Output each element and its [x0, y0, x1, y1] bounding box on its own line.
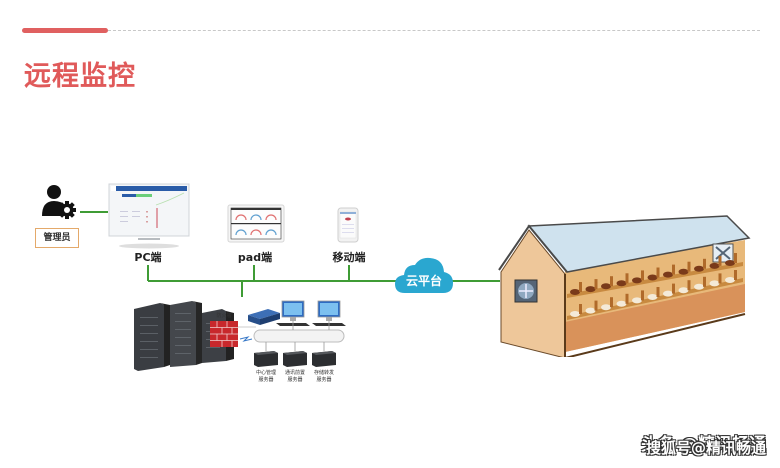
cage-post — [718, 255, 722, 266]
server-drop-line — [241, 281, 243, 297]
pad-client-label: pad端 — [237, 251, 273, 264]
hen-icon — [601, 283, 611, 290]
hen-icon — [694, 283, 704, 290]
hen-icon — [663, 271, 673, 278]
mobile-client-label: 移动端 — [332, 251, 366, 264]
header-accent-bar — [22, 28, 108, 33]
server-icon — [283, 351, 307, 367]
network-backbone — [253, 329, 345, 343]
cloud-icon: 云平台 — [395, 257, 453, 293]
hen-icon — [632, 297, 642, 304]
hen-icon — [570, 311, 580, 317]
server-room-node: 防火墙 — [130, 295, 350, 385]
page-title: 远程监控 — [24, 61, 136, 92]
hen-icon — [632, 277, 642, 284]
server-label: 存储转发 — [314, 369, 334, 376]
cloud-label: 云平台 — [406, 273, 442, 288]
cage-post — [703, 276, 706, 287]
hen-icon — [647, 294, 658, 300]
cloud-platform-node: 云平台 — [393, 255, 455, 297]
hen-icon — [725, 277, 735, 283]
cage-post — [610, 276, 613, 287]
poultry-house-node — [495, 212, 755, 360]
cage-post — [734, 270, 737, 280]
cage-post — [610, 297, 613, 308]
hen-icon — [678, 268, 689, 275]
hen-icon — [725, 260, 735, 266]
admin-to-pc-line — [80, 211, 108, 213]
hen-icon — [585, 286, 596, 293]
user-gear-icon — [42, 185, 76, 219]
cage-post — [672, 264, 675, 275]
hen-icon — [663, 290, 673, 297]
mobile-client-node — [336, 207, 360, 245]
cage-post — [656, 287, 660, 297]
pc-client-label: PC端 — [134, 251, 162, 264]
hen-rows — [570, 253, 737, 317]
cage-post — [579, 282, 582, 292]
cage-post — [594, 279, 598, 290]
pad-drop-line — [253, 265, 255, 281]
hen-icon — [616, 280, 627, 287]
watermark-sohu: 搜狐号@精讯畅通 — [645, 439, 766, 457]
cage-post — [703, 258, 706, 269]
server-label: 服务器 — [287, 376, 302, 383]
cage-post — [672, 283, 675, 294]
server-label: 服务器 — [316, 376, 331, 383]
header-divider — [108, 30, 760, 31]
ventilation-fan-icon — [712, 243, 734, 263]
cage-post — [579, 304, 582, 314]
server-label: 通讯前置 — [285, 369, 305, 376]
server-label: 中心管理 — [256, 369, 276, 376]
hen-icon — [570, 289, 580, 295]
poultry-house-illustration — [498, 215, 751, 360]
hen-icon — [647, 274, 658, 281]
watermark-toutiao: 头条 @精讯畅通 — [641, 435, 766, 455]
cage-post — [641, 290, 644, 301]
pad-client-node — [227, 204, 285, 244]
server-room-illustration: 防火墙 — [134, 300, 346, 383]
hen-icon — [678, 287, 689, 294]
cage-post — [656, 267, 660, 278]
server-icon — [254, 351, 278, 367]
hen-icon — [709, 280, 720, 287]
monitor-icon — [108, 183, 190, 249]
hen-icon — [585, 307, 596, 314]
hen-icon — [601, 304, 611, 311]
admin-node — [40, 183, 80, 223]
firewall-label: 防火墙 — [216, 312, 231, 319]
hen-icon — [709, 262, 720, 269]
cage-post — [594, 300, 598, 311]
server-label: 服务器 — [258, 376, 273, 383]
admin-label: 管理员 — [35, 228, 79, 248]
workstation-icon — [276, 300, 310, 326]
hen-icon — [616, 300, 627, 307]
pc-client-node — [108, 183, 190, 249]
main-bus-line — [148, 280, 500, 282]
cage-post — [641, 270, 644, 281]
cage-post — [734, 253, 737, 263]
tablet-icon — [227, 204, 285, 243]
cage-post — [687, 280, 691, 291]
cage-post — [625, 293, 629, 304]
server-icon — [312, 351, 336, 367]
network-switch-icon — [248, 309, 280, 325]
firewall-icon: 防火墙 — [210, 312, 256, 347]
mobile-drop-line — [348, 265, 350, 281]
workstation-icon — [312, 300, 346, 326]
phone-icon — [337, 207, 359, 243]
cage-post — [718, 273, 722, 284]
pc-drop-line — [147, 265, 149, 281]
cage-post — [687, 261, 691, 272]
ventilation-fan-icon — [514, 279, 538, 303]
cage-post — [625, 273, 629, 284]
hen-icon — [694, 265, 704, 272]
